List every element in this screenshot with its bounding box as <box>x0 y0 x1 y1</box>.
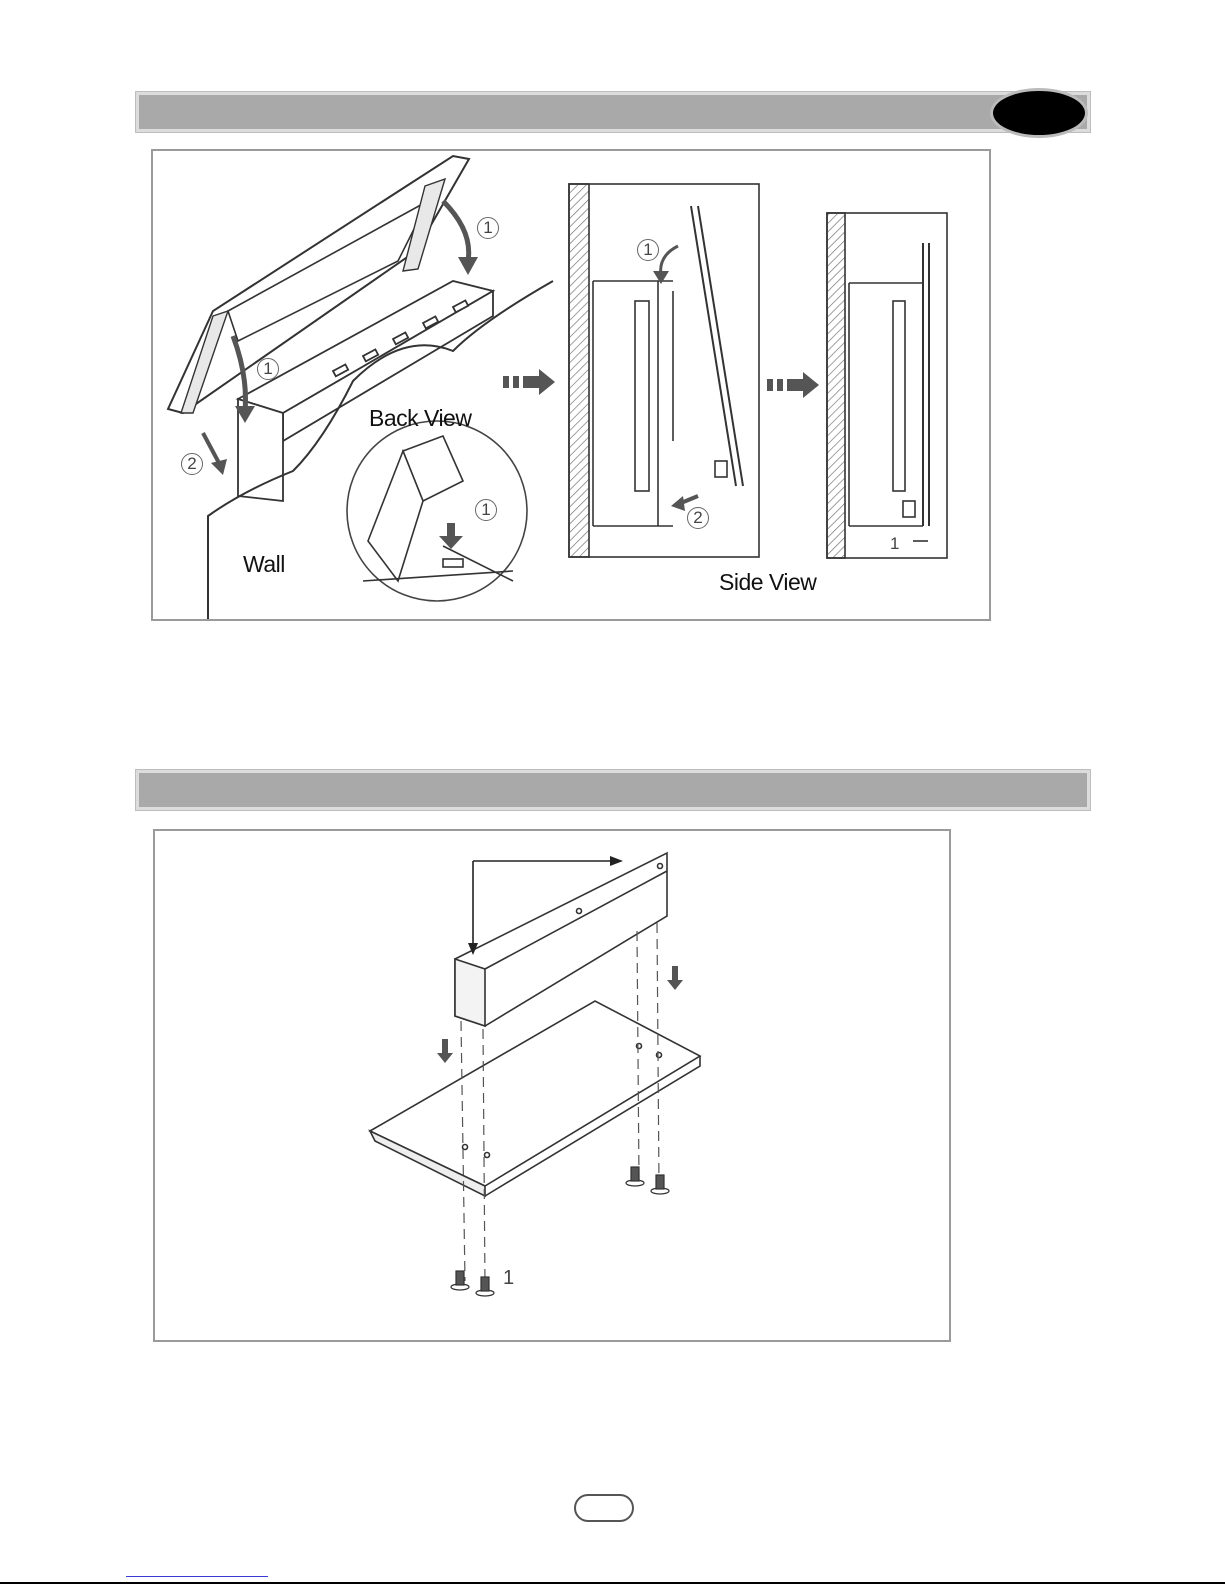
arrow-step-2 <box>203 433 219 463</box>
base-assembly-illustration-panel: 1 <box>153 829 951 1342</box>
footer-rule <box>0 1582 1225 1584</box>
wall-mount-illustration-panel: Back View Wall Side View 1 1 2 1 1 2 1 <box>151 149 991 621</box>
screw-marker: 1 <box>503 1267 514 1290</box>
step-2-marker: 2 <box>687 507 709 529</box>
step-2-marker: 2 <box>181 453 203 475</box>
dashed-arrow-2 <box>767 372 819 398</box>
side-view-box-1 <box>569 184 759 557</box>
step-1-marker: 1 <box>477 217 499 239</box>
arrow-step-1-right <box>443 201 469 261</box>
base-assembly-drawing <box>155 831 949 1340</box>
wall-label: Wall <box>243 551 285 578</box>
footer-link-underline[interactable] <box>126 1576 268 1577</box>
side-view-label: Side View <box>719 569 816 596</box>
page-number-badge <box>574 1494 634 1522</box>
section-header-bar-bottom <box>136 770 1090 810</box>
back-view-label: Back View <box>369 405 471 432</box>
section-header-bar-top <box>136 92 1090 132</box>
screw-marker: 1 <box>890 534 899 554</box>
step-1-marker: 1 <box>475 499 497 521</box>
language-badge <box>990 88 1088 138</box>
step-1-marker: 1 <box>257 358 279 380</box>
side-view-box-2 <box>827 213 947 558</box>
dashed-arrow-1 <box>503 369 555 395</box>
step-1-marker: 1 <box>637 239 659 261</box>
wall-mount-drawing <box>153 151 989 619</box>
